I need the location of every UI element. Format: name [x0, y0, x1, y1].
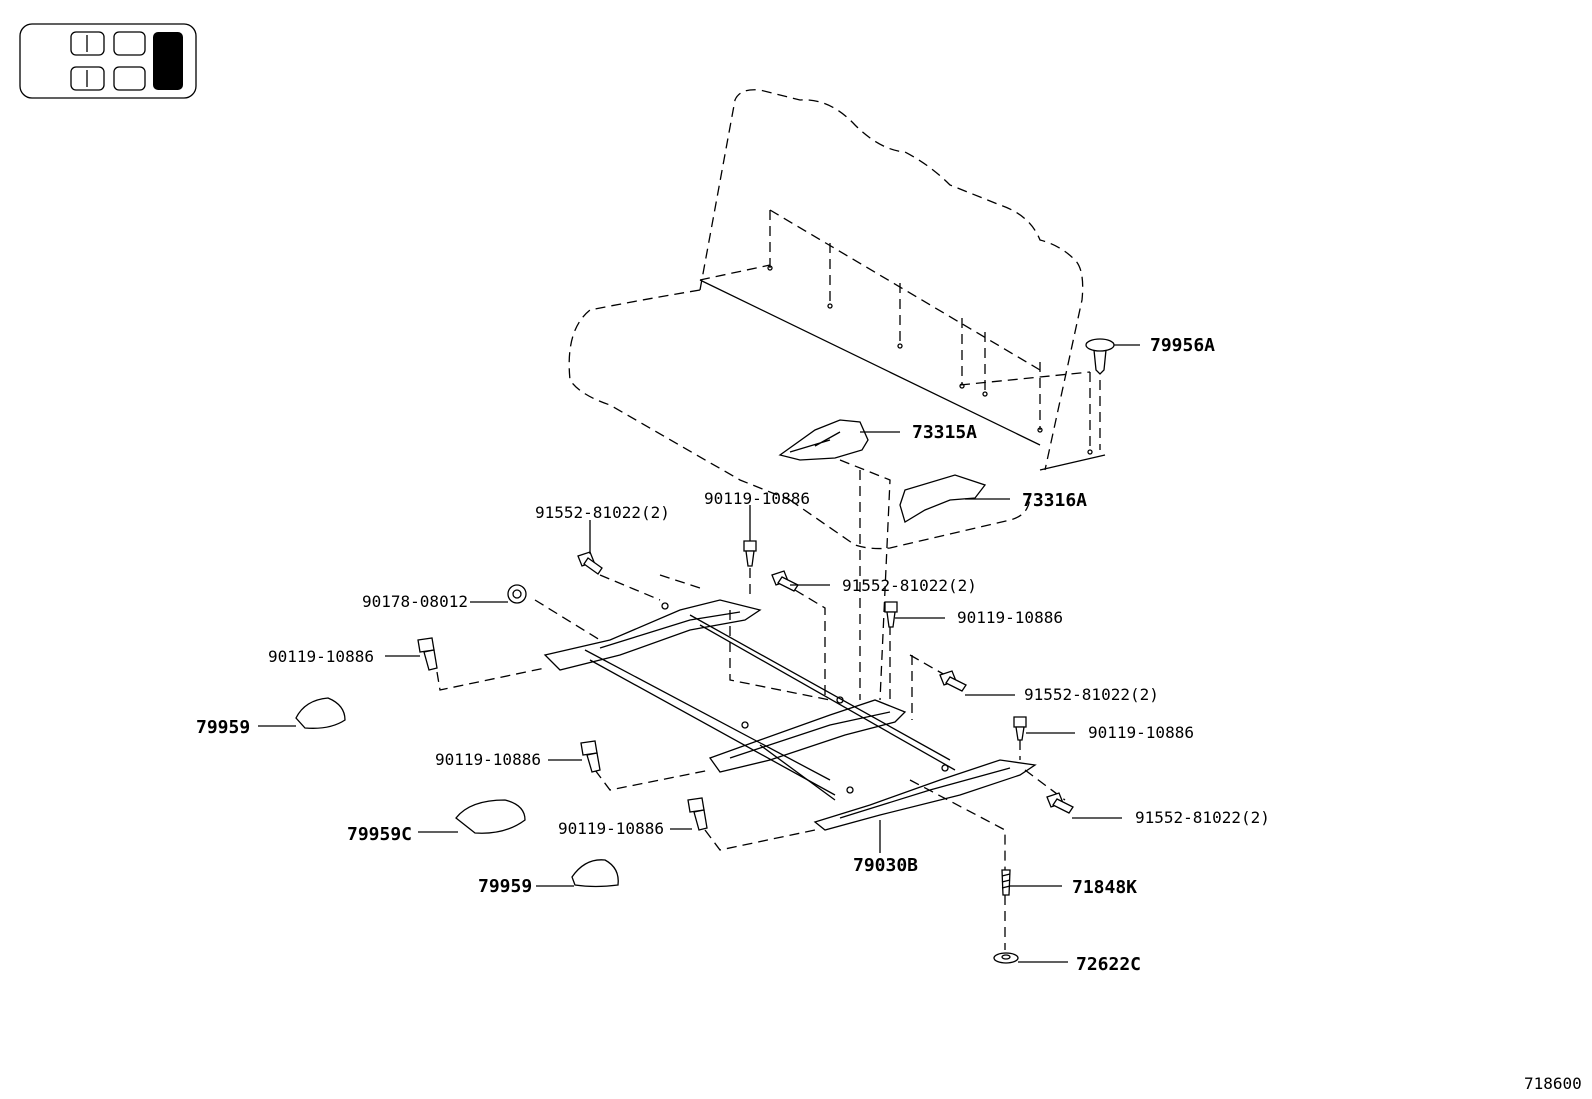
bolt-91552-81022-right-mid — [939, 670, 967, 692]
callout-73316a: 73316A — [1022, 490, 1087, 511]
callout-79959-upper: 79959 — [196, 717, 250, 738]
callout-91552-81022-bottom-right: 91552-81022(2) — [1135, 808, 1270, 827]
diagram-id-label: 718600 — [1524, 1074, 1582, 1093]
seat-frame-79030b — [543, 599, 1037, 831]
bolt-90119-10886-center-left — [580, 740, 601, 773]
callout-90119-10886-center-bottom: 90119-10886 — [558, 819, 664, 838]
seat-rear-bench-highlight-icon — [153, 32, 183, 90]
callout-79959c: 79959C — [347, 824, 412, 845]
leader-lines — [258, 344, 1140, 963]
callout-labels: 79956A 73315A 73316A 90119-10886 91552-8… — [196, 335, 1270, 975]
assembly-lines — [436, 568, 1066, 950]
bolt-91552-81022-bottom-right — [1046, 792, 1074, 814]
cap-79959-lower — [571, 859, 619, 888]
callout-79956a: 79956A — [1150, 335, 1215, 356]
callout-90119-10886-center-left: 90119-10886 — [435, 750, 541, 769]
bolt-91552-81022-top-left — [577, 551, 603, 575]
callout-90178-08012: 90178-08012 — [362, 592, 468, 611]
bolt-90119-10886-top — [743, 540, 757, 567]
nut-90178-08012 — [507, 584, 527, 604]
callout-90119-10886-right-lower: 90119-10886 — [1088, 723, 1194, 742]
seat-rear-right-icon — [113, 66, 146, 91]
seat-cushion-outline — [568, 89, 1106, 550]
bolt-91552-81022-top-right — [771, 570, 799, 592]
cap-79959-upper — [295, 697, 346, 729]
callout-79959-lower: 79959 — [478, 876, 532, 897]
callout-90119-10886-right-upper: 90119-10886 — [957, 608, 1063, 627]
callout-91552-81022-top-left: 91552-81022(2) — [535, 503, 670, 522]
callout-72622c: 72622C — [1076, 954, 1141, 975]
screw-71848k — [1001, 869, 1011, 896]
bolt-90119-10886-left — [417, 637, 438, 671]
cap-79959c — [455, 799, 526, 834]
callout-73315a: 73315A — [912, 422, 977, 443]
bolt-90119-10886-right-upper — [884, 601, 898, 628]
callout-91552-81022-top-right: 91552-81022(2) — [842, 576, 977, 595]
seat-front-left-icon — [70, 31, 105, 56]
bolt-90119-10886-center-bottom — [687, 797, 708, 831]
washer-72622c — [993, 952, 1019, 964]
bolt-90119-10886-right-lower — [1013, 716, 1027, 741]
callout-71848k: 71848K — [1072, 877, 1137, 898]
callout-79030b: 79030B — [853, 855, 918, 876]
callout-91552-81022-right-mid: 91552-81022(2) — [1024, 685, 1159, 704]
callout-90119-10886-left: 90119-10886 — [268, 647, 374, 666]
cover-73315a — [778, 419, 891, 701]
seat-locator-icon — [19, 23, 197, 99]
cover-73316a — [899, 474, 987, 523]
seat-rear-left-icon — [70, 66, 105, 91]
clip-79956a — [1085, 338, 1115, 450]
callout-90119-10886-top: 90119-10886 — [704, 489, 810, 508]
seat-front-right-icon — [113, 31, 146, 56]
